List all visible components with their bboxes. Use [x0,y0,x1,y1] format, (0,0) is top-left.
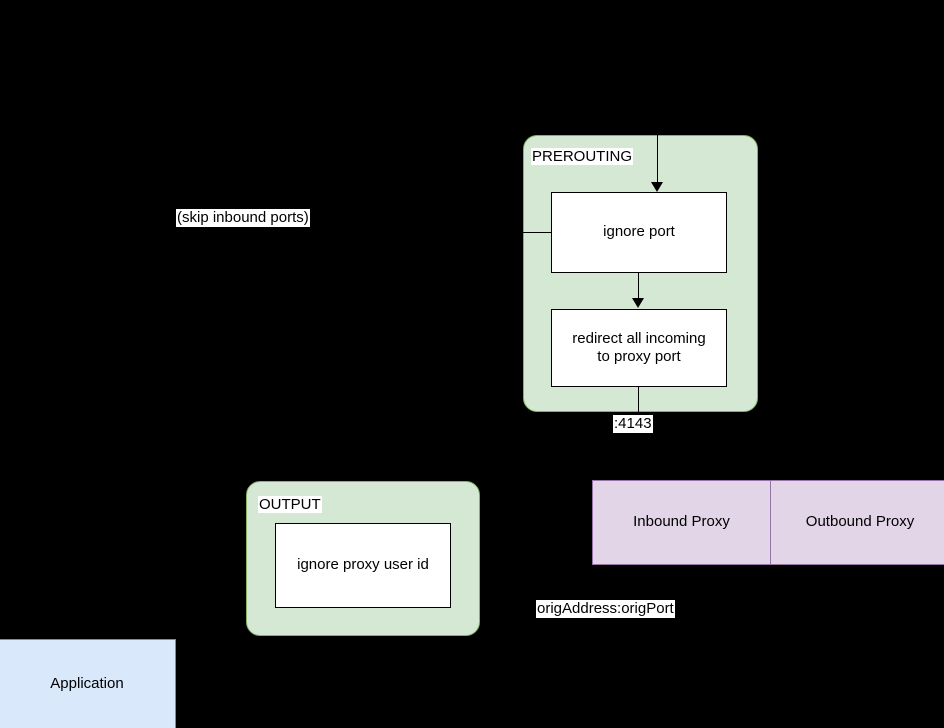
output-group-caption: OUTPUT [258,496,322,514]
node-outbound-proxy[interactable]: Outbound Proxy [770,480,944,565]
node-redirect-line-1: redirect all incoming [572,329,706,347]
edge-label-orig-address: origAddress:origPort [536,600,675,618]
node-redirect-line-2: to proxy port [597,348,681,365]
node-application-label: Application [50,674,124,692]
node-application[interactable]: Application [0,639,176,728]
arrowhead-incoming-to-ignore-port [651,182,663,192]
arrowhead-ignore-port-to-redirect [632,298,644,308]
node-inbound-proxy[interactable]: Inbound Proxy [592,480,771,565]
node-ignore-proxy-user-id[interactable]: ignore proxy user id [275,523,451,608]
edge-ignore-port-to-redirect [638,273,639,300]
edge-skip-inbound-ports [522,232,552,233]
node-inbound-proxy-label: Inbound Proxy [633,513,730,531]
node-redirect-to-proxy-port-label: redirect all incoming to proxy port [572,330,705,367]
edge-label-skip-inbound-ports: (skip inbound ports) [176,209,310,227]
node-outbound-proxy-label: Outbound Proxy [805,513,915,531]
node-ignore-port[interactable]: ignore port [551,192,727,273]
edge-prerouting-to-inbound-proxy [638,387,639,480]
edge-label-proxy-port: :4143 [613,415,653,433]
node-ignore-proxy-user-id-label: ignore proxy user id [297,556,429,574]
node-redirect-to-proxy-port[interactable]: redirect all incoming to proxy port [551,309,727,387]
node-ignore-port-label: ignore port [603,223,675,241]
prerouting-group-caption: PREROUTING [531,148,634,166]
edge-incoming-to-ignore-port [657,128,658,183]
